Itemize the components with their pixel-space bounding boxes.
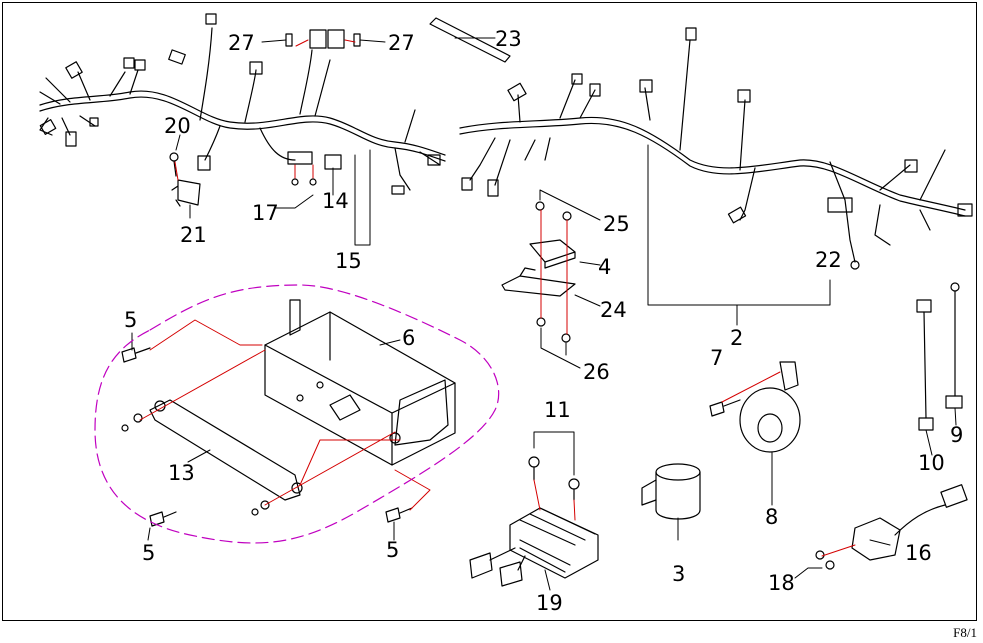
group-outline: [94, 284, 500, 544]
wire-harness-right: [459, 27, 973, 270]
callout-10: 10: [918, 451, 945, 475]
strap: [429, 17, 511, 63]
callout-labels: 27 27 23 20 21 17 14 15 25 4 24 26 22 2 …: [124, 27, 963, 615]
callout-25: 25: [603, 212, 630, 236]
callout-5-bottom-left: 5: [142, 541, 155, 565]
ignition-coil: [641, 463, 701, 520]
alignment-lines: [139, 39, 856, 557]
callout-15: 15: [335, 249, 362, 273]
callout-2: 2: [730, 326, 743, 350]
connector-cables: [916, 282, 963, 431]
relay-bracket-assembly: [501, 201, 576, 343]
callout-20: 20: [164, 114, 191, 138]
wire-harness-left: [39, 13, 446, 195]
callout-13: 13: [168, 461, 195, 485]
callout-8: 8: [765, 505, 778, 529]
callout-3: 3: [672, 562, 685, 586]
horn: [709, 361, 801, 453]
diagram-frame: [2, 2, 977, 621]
callout-27-left: 27: [228, 31, 255, 55]
callout-7: 7: [710, 346, 723, 370]
bolts-5: [121, 347, 413, 527]
cdi-unit: [815, 484, 968, 570]
leader-lines: [131, 37, 957, 591]
callout-23: 23: [495, 27, 522, 51]
sensor-switch: [169, 152, 201, 207]
callout-18: 18: [768, 571, 795, 595]
callout-14: 14: [322, 189, 349, 213]
regulator-rectifier: [469, 456, 599, 587]
callout-9: 9: [950, 423, 963, 447]
battery-bracket: [149, 399, 303, 501]
callout-17: 17: [252, 201, 279, 225]
callout-26: 26: [583, 360, 610, 384]
callout-5-bottom-right: 5: [386, 538, 399, 562]
battery-box: [264, 299, 456, 466]
callout-16: 16: [905, 541, 932, 565]
callout-11: 11: [544, 398, 571, 422]
page-code: F8/1: [953, 625, 977, 640]
callout-22: 22: [815, 248, 842, 272]
callout-27-right: 27: [388, 31, 415, 55]
callout-5-top: 5: [124, 308, 137, 332]
callout-19: 19: [536, 591, 563, 615]
callout-24: 24: [600, 298, 627, 322]
callout-6: 6: [402, 326, 415, 350]
callout-21: 21: [180, 223, 207, 247]
callout-4: 4: [598, 255, 611, 279]
